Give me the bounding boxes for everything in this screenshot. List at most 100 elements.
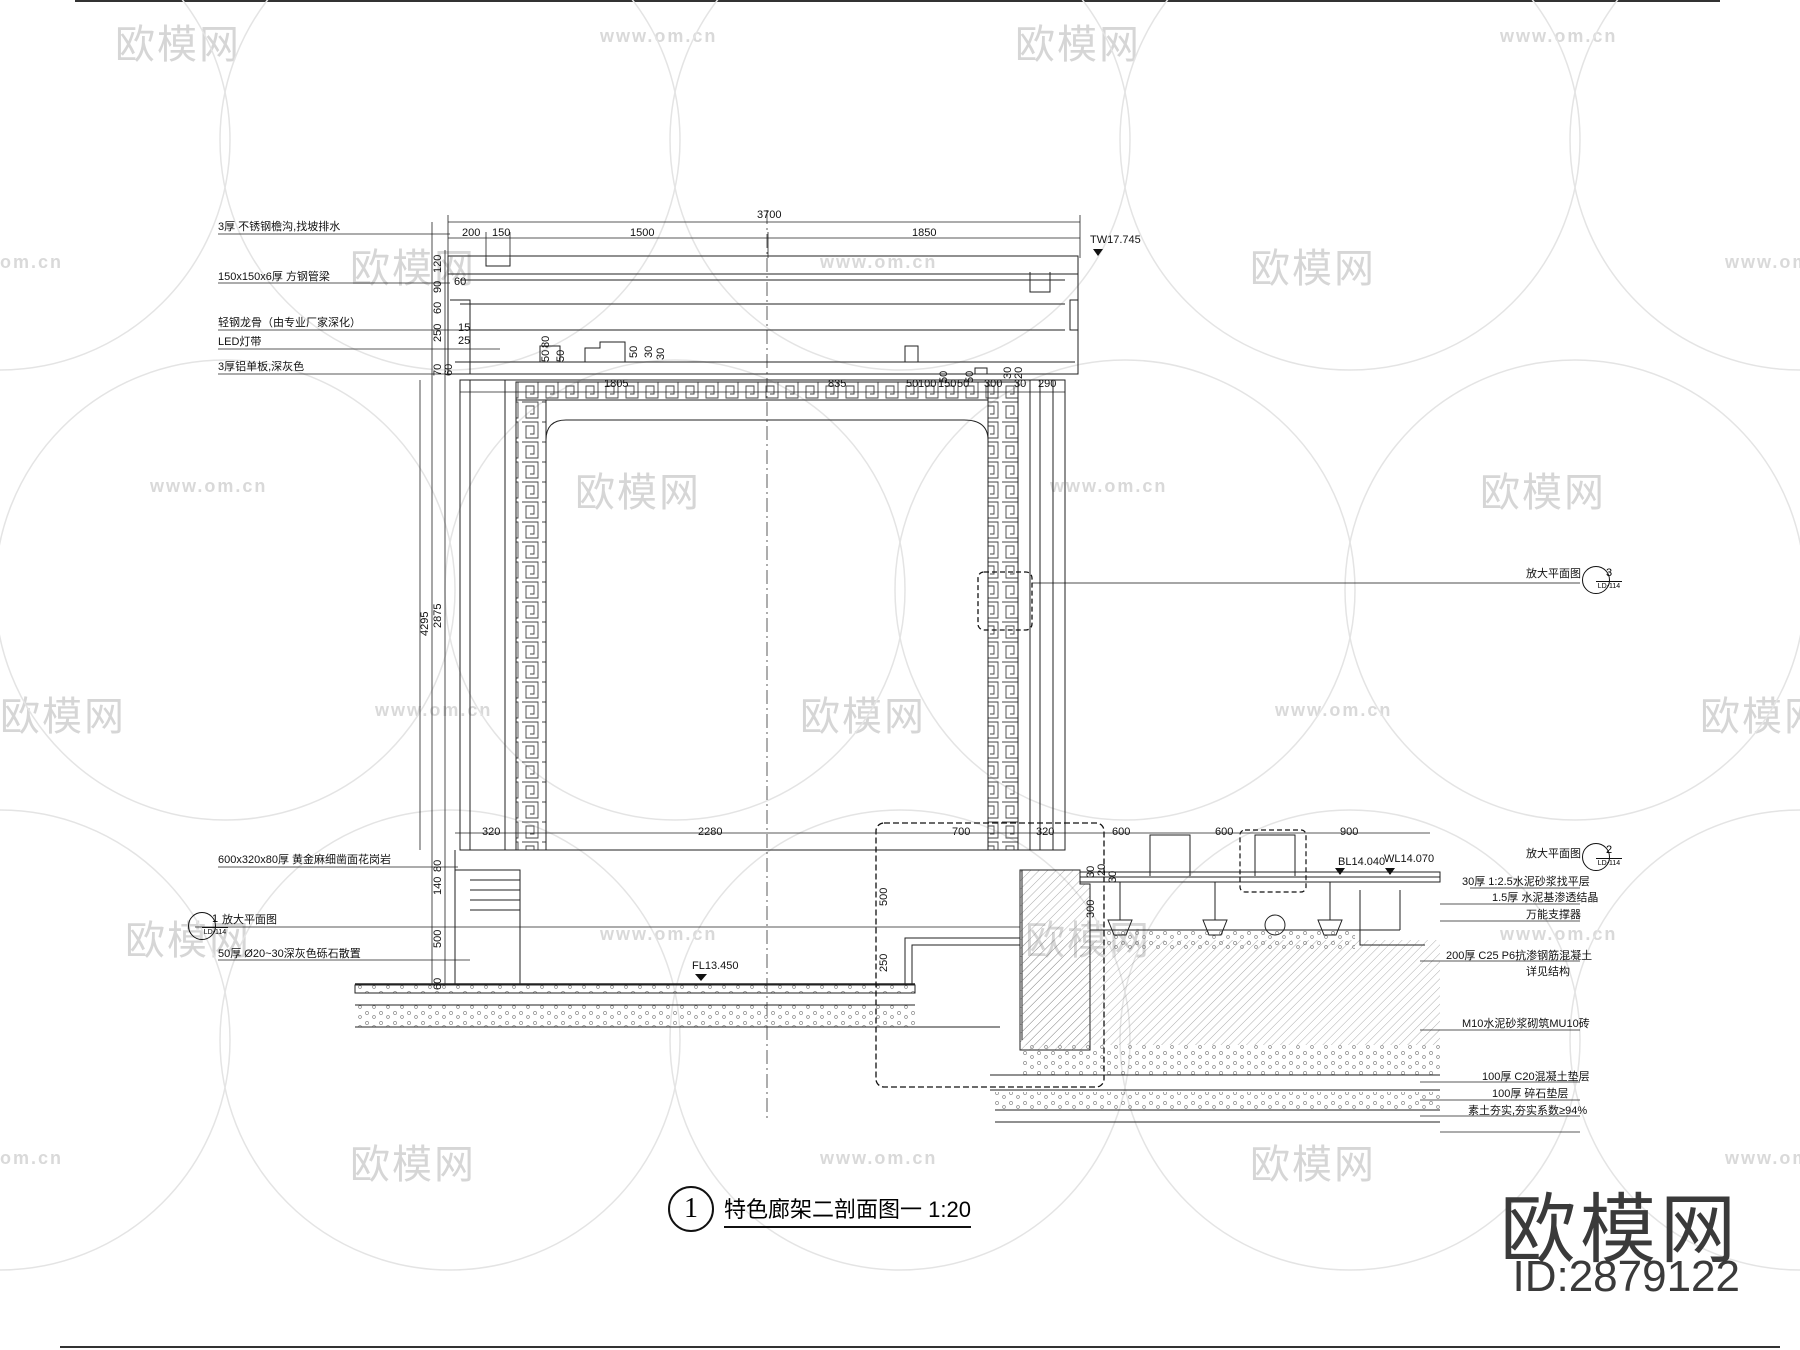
dim-label: 200 (462, 227, 481, 239)
dim-label: 900 (1340, 826, 1359, 838)
watermark-logo: 欧模网 (1250, 1143, 1376, 1187)
annotation-enlarged-plan-3: 放大平面图 (1526, 568, 1581, 580)
annotation-keel: 轻钢龙骨（由专业厂家深化） (218, 317, 361, 329)
roof-beam (447, 255, 1079, 375)
watermark-url: www.om.cn (150, 476, 268, 496)
dim-label: 300 (1085, 899, 1097, 918)
dim-total-width: 3700 (757, 209, 782, 221)
annotation-concrete: 200厚 C25 P6抗渗钢筋混凝土 (1446, 950, 1593, 962)
dim-label: 50 (906, 378, 919, 390)
dim-label: 835 (828, 378, 847, 390)
watermark-logo: 欧模网 (800, 695, 926, 739)
brand-logo: 欧模网 (1500, 1188, 1740, 1273)
watermark-url: www.om.cn (1500, 26, 1618, 46)
watermark-url: www.om.cn (375, 700, 493, 720)
dim-label: 50 (938, 370, 950, 383)
watermark-logo: 欧模网 (115, 23, 241, 67)
detail-callout-2[interactable]: 2 LD-114 (1582, 843, 1622, 871)
watermark-logo: 欧模网 (1250, 247, 1376, 291)
dim-label: 500 (878, 887, 890, 906)
dim-label: 150 (492, 227, 511, 239)
dim-label: 80 (432, 859, 444, 872)
detail-box-2b (1239, 829, 1307, 893)
callout-number: 1 (211, 913, 219, 925)
dim-label: 50 (555, 349, 567, 362)
dim-label: 1805 (604, 378, 629, 390)
dim-label: 100 (918, 378, 937, 390)
watermark-url: www.om.cn (1275, 700, 1393, 720)
dim-label: 50 (964, 370, 976, 383)
callout-sheet: LD-114 (1596, 581, 1622, 590)
dim-label: 60 (443, 363, 455, 376)
level-bl: BL14.040 (1338, 856, 1386, 868)
dim-label: 150 (938, 378, 957, 390)
watermark-arcs (0, 0, 1800, 1271)
dim-label: 80 (540, 335, 552, 348)
detail-callout-3[interactable]: 3 LD-114 (1582, 566, 1622, 594)
dim-label: 500 (432, 929, 444, 948)
annotation-see-structure: 详见结构 (1526, 966, 1570, 978)
watermark-url: om.cn (0, 1148, 64, 1168)
level-tw: TW17.745 (1090, 234, 1141, 246)
dim-label: 140 (432, 876, 444, 895)
callout-sheet: LD-114 (202, 927, 228, 936)
watermark-url: www.om.cn (820, 1148, 938, 1168)
dim-label: 30 (643, 345, 655, 358)
bottom-border (60, 1346, 1780, 1348)
dim-label: 50 (957, 378, 970, 390)
watermark-url: www.om.cn (600, 924, 718, 944)
dim-label: 60 (454, 276, 467, 288)
dim-label: 90 (432, 280, 444, 293)
dim-label: 700 (952, 826, 971, 838)
level-wl: WL14.070 (1384, 853, 1435, 865)
annotation-enlarged-plan-left: 放大平面图 (222, 914, 277, 926)
dimension-lines (195, 215, 1580, 1133)
lattice-frame (459, 379, 1066, 851)
dim-label: 1850 (912, 227, 937, 239)
watermark-url: www.om.cn (1725, 252, 1800, 272)
brand-id: ID:2879122 (1512, 1252, 1740, 1301)
watermark-logo: 欧模网 (350, 1143, 476, 1187)
watermark-logo: 欧模网 (1015, 23, 1141, 67)
dim-label: 290 (1038, 378, 1057, 390)
dim-label: 60 (432, 977, 444, 990)
watermark-logo: 欧模网 (125, 919, 251, 963)
annotation-waterproof: 1.5厚 水泥基渗透结晶 (1492, 892, 1599, 904)
dim-label: 1500 (630, 227, 655, 239)
dim-label: 25 (458, 335, 471, 347)
annotation-aluminum-panel: 3厚铝单板,深灰色 (218, 361, 305, 373)
dim-label: 50 (628, 345, 640, 358)
annotation-gravel-cushion: 100厚 碎石垫层 (1492, 1088, 1569, 1100)
annotation-concrete-cushion: 100厚 C20混凝土垫层 (1482, 1071, 1590, 1083)
annotation-brick: M10水泥砂浆砌筑MU10砖 (1462, 1018, 1590, 1030)
watermark-logo: 欧模网 (1700, 695, 1800, 739)
dim-label: 2280 (698, 826, 723, 838)
watermark-url: www.om.cn (1500, 924, 1618, 944)
dim-label: 30 (1107, 870, 1119, 883)
dim-label: 120 (432, 254, 444, 273)
dim-total-height: 4295 (419, 611, 431, 636)
annotation-mortar-layer: 30厚 1:2.5水泥砂浆找平层 (1462, 876, 1590, 888)
level-markers (695, 249, 1395, 981)
annotation-enlarged-plan-2: 放大平面图 (1526, 848, 1581, 860)
dim-label: 15 (458, 322, 471, 334)
annotation-pedestal: 万能支撑器 (1526, 909, 1581, 921)
callout-number: 3 (1605, 567, 1613, 579)
dim-label: 30 (1014, 378, 1027, 390)
watermark-url: www.om.cn (600, 26, 718, 46)
dim-label: 600 (1112, 826, 1131, 838)
dim-label: 250 (878, 953, 890, 972)
dim-label: 30 (655, 347, 667, 360)
dim-label: 320 (482, 826, 501, 838)
title-number: 1 (668, 1186, 714, 1232)
level-fl: FL13.450 (692, 960, 739, 972)
detail-callout-1[interactable]: 1 LD-114 (188, 912, 228, 940)
annotation-compacted-soil: 素土夯实,夯实系数≥94% (1468, 1105, 1588, 1117)
dim-label: 600 (1215, 826, 1234, 838)
annotation-gutter: 3厚 不锈钢檐沟,找坡排水 (218, 221, 341, 233)
callout-number: 2 (1605, 844, 1613, 856)
ground-section (354, 834, 1441, 1123)
dim-label: 20 (1013, 366, 1025, 379)
dim-label: 50 (540, 349, 552, 362)
